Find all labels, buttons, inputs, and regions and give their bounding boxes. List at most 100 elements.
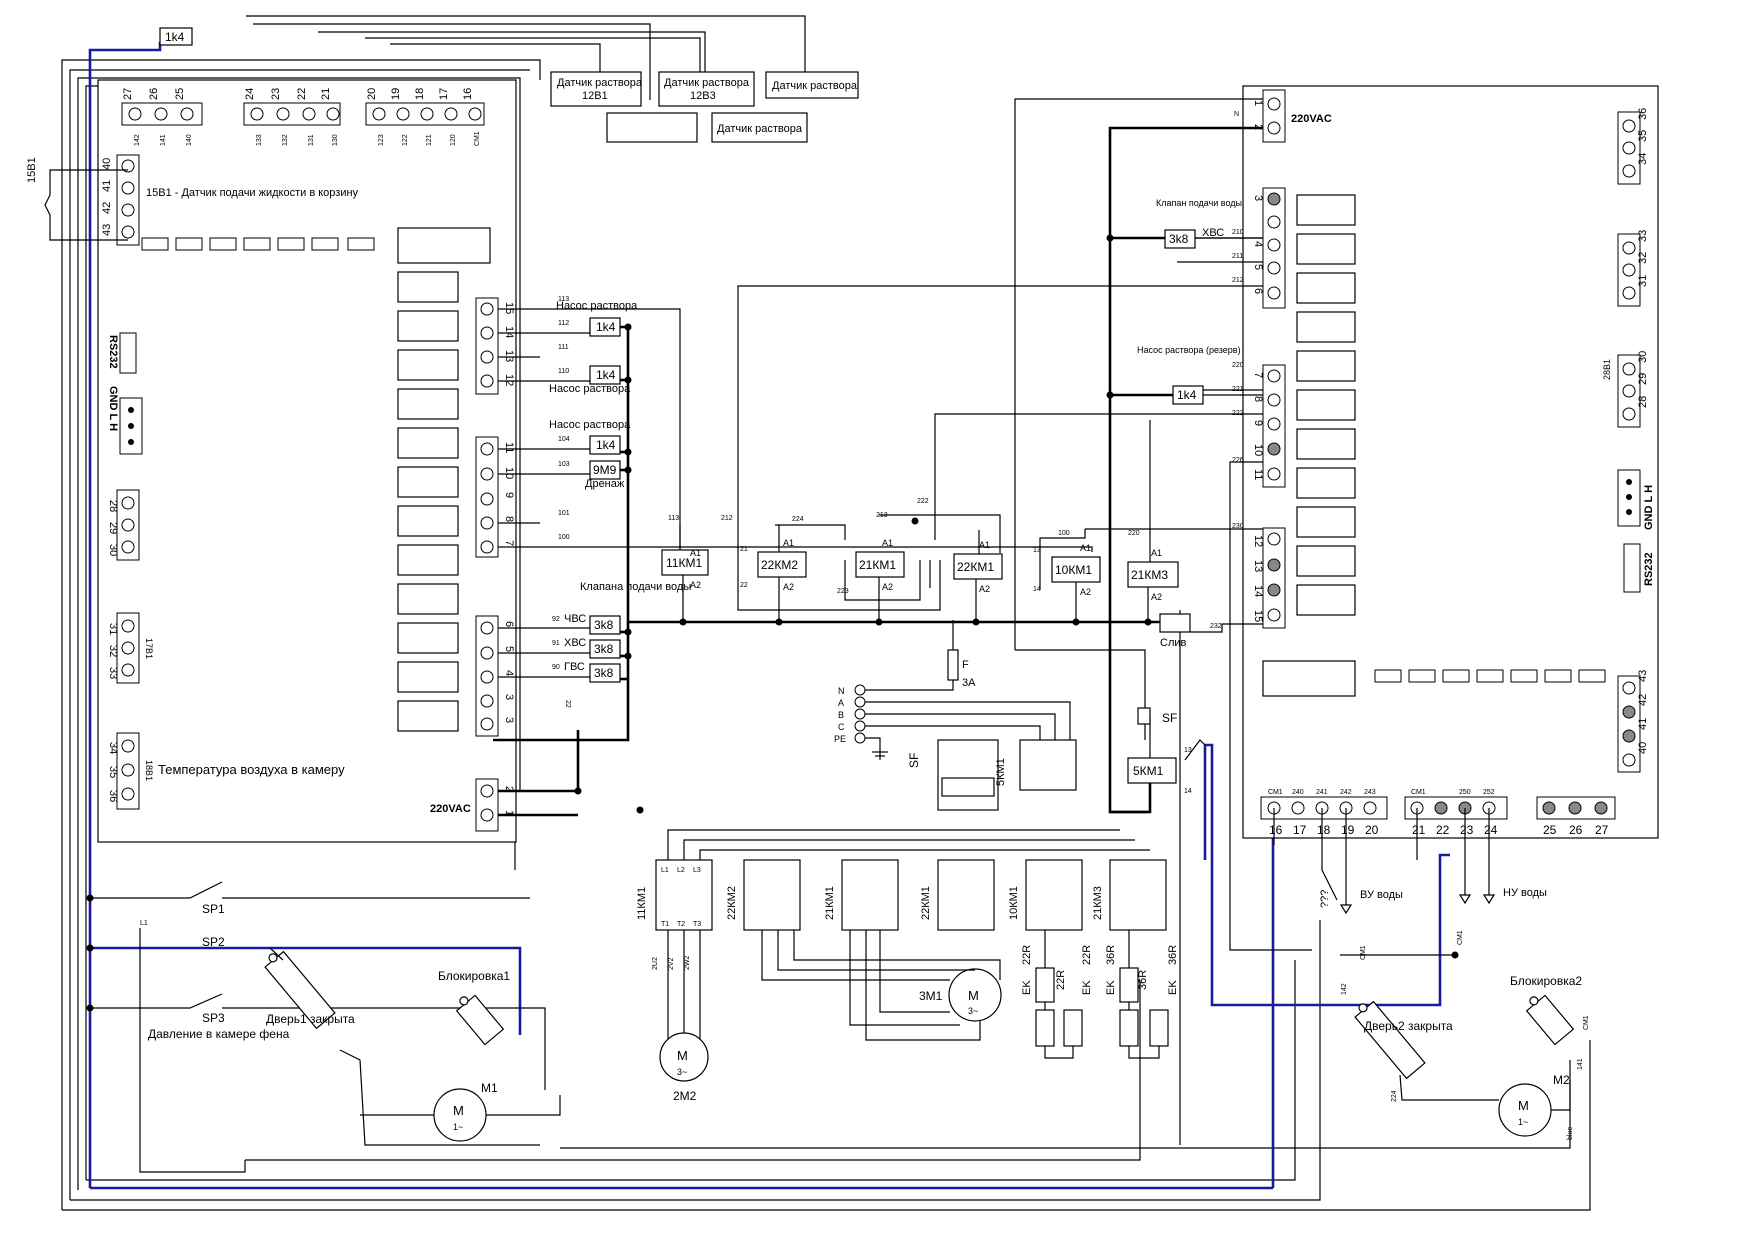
- tag-17b1: 17В1: [144, 638, 154, 659]
- rw212: 212: [721, 515, 733, 522]
- heater-5: [1119, 1009, 1139, 1047]
- air-temp-label: Температура воздуха в камеру: [158, 762, 345, 777]
- cab-2v2: 2V2: [668, 957, 675, 970]
- relay-21km3-label: 21КМ3: [1131, 568, 1168, 582]
- w101: 101: [558, 510, 570, 517]
- h22-r2: 22R: [1055, 970, 1067, 990]
- k1: 1k4: [596, 320, 616, 334]
- v3: 3k8: [594, 666, 614, 680]
- v1: 3k8: [594, 618, 614, 632]
- rw221: 221: [1232, 386, 1244, 393]
- rw13: 13: [1033, 547, 1041, 554]
- ct-1: [655, 859, 713, 931]
- r-p-1k4: 1k4: [1177, 388, 1197, 402]
- door2-a: Дверь2 закрыта: [1364, 1019, 1453, 1033]
- rw232: 232: [1210, 623, 1222, 630]
- c-5km1: 5КМ1: [995, 758, 1007, 786]
- rn-33: 33: [1637, 230, 1649, 242]
- cab-2w2: 2W2: [684, 956, 691, 971]
- sensor-12b1-l1: Датчик раствора: [557, 77, 643, 89]
- rn-3: 3: [1252, 195, 1264, 201]
- rn-32: 32: [1637, 252, 1649, 264]
- ts-122: 122: [402, 134, 409, 146]
- heater-4: [1119, 967, 1139, 1003]
- left-outputs: 1k4 1k4 1k4 9М9 3k8 3k8 3k8 Насос раство…: [493, 296, 1160, 817]
- r-hvs: ХВС: [1202, 227, 1224, 239]
- rs232-right: RS232: [1643, 552, 1655, 586]
- ct1-t3: T3: [693, 921, 701, 928]
- sensor-12b3-l1: Датчик раствора: [664, 77, 750, 89]
- ct-lbl-6: 21КМ3: [1092, 886, 1104, 920]
- drain-left: Дренаж: [585, 478, 625, 490]
- k2-box: [589, 365, 621, 385]
- n-3lb: 3: [503, 717, 515, 723]
- rn-1: 1: [1252, 100, 1264, 106]
- rw13b: 13: [1184, 747, 1192, 754]
- w111: 111: [558, 344, 569, 351]
- w113: 113: [558, 296, 569, 303]
- sf-breaker: [937, 739, 999, 811]
- sp1: SP1: [202, 902, 225, 916]
- ct1-l2: L2: [677, 867, 685, 874]
- ct-5: [1025, 859, 1083, 931]
- r-a2-1: A2: [690, 580, 701, 590]
- relay-21km1-label: 21КМ1: [859, 558, 896, 572]
- ts-130: 130: [332, 134, 339, 146]
- m1-m: M: [453, 1103, 464, 1118]
- heater-1: [1035, 967, 1055, 1003]
- top-terminal-circles: [128, 107, 482, 121]
- rn-7: 7: [1252, 372, 1264, 378]
- chip-top: [397, 227, 491, 264]
- lock1-switch: [455, 994, 505, 1046]
- lock1: Блокировка1: [438, 969, 510, 983]
- n-13l: 13: [503, 350, 515, 362]
- bn-18: 18: [1317, 823, 1331, 837]
- m9-box: [589, 460, 621, 480]
- bs-243: 243: [1364, 789, 1376, 796]
- k2: 1k4: [596, 368, 616, 382]
- sp2: SP2: [202, 935, 225, 949]
- rw212: 212: [1232, 277, 1244, 284]
- relay-11km1: [661, 549, 709, 576]
- ts-133: 133: [256, 134, 263, 146]
- r-valve-lbl: Клапан подачи воды: [1156, 198, 1242, 208]
- rw22: 22: [740, 582, 748, 589]
- sensor-12b3: [658, 71, 755, 107]
- n-8l: 8: [503, 516, 515, 522]
- rw222b: 222: [917, 498, 929, 505]
- h22-ek2: EK: [1081, 980, 1093, 995]
- tn-17: 17: [438, 88, 450, 100]
- rn-42: 42: [1637, 694, 1649, 706]
- n-40: 40: [101, 158, 113, 170]
- relay-22km1-label: 22КМ1: [957, 560, 994, 574]
- pump2: Насос раствора: [549, 383, 631, 395]
- r-a1-3: A1: [882, 538, 893, 548]
- v1-box: [589, 615, 621, 635]
- rn-40: 40: [1637, 742, 1649, 754]
- n-42: 42: [101, 202, 113, 214]
- ts-123: 123: [378, 134, 385, 146]
- h36-r2: 36R: [1137, 970, 1149, 990]
- h36-ek1: EK: [1105, 980, 1117, 995]
- n-12l: 12: [503, 374, 515, 386]
- sf-label: SF: [907, 753, 921, 768]
- w141: 141: [1577, 1058, 1584, 1070]
- rn-13: 13: [1252, 560, 1264, 572]
- heater-2: [1035, 1009, 1055, 1047]
- pump1: Насос раствора: [556, 300, 638, 312]
- m2-m: M: [1518, 1098, 1529, 1113]
- tag-18b1: 18В1: [144, 760, 154, 781]
- rn-31: 31: [1637, 275, 1649, 287]
- r-a2-2: A2: [783, 582, 794, 592]
- ts-141: 141: [160, 134, 167, 146]
- tn-22: 22: [296, 88, 308, 100]
- bn-24: 24: [1484, 823, 1498, 837]
- rn-36: 36: [1637, 108, 1649, 120]
- h36-r3: 36R: [1167, 945, 1179, 965]
- h36-r1: 36R: [1105, 945, 1117, 965]
- m1-label: М1: [481, 1081, 498, 1095]
- r-a1-1: A1: [690, 548, 701, 558]
- cm1b: СМ1: [1360, 945, 1367, 960]
- rn-6: 6: [1252, 288, 1264, 294]
